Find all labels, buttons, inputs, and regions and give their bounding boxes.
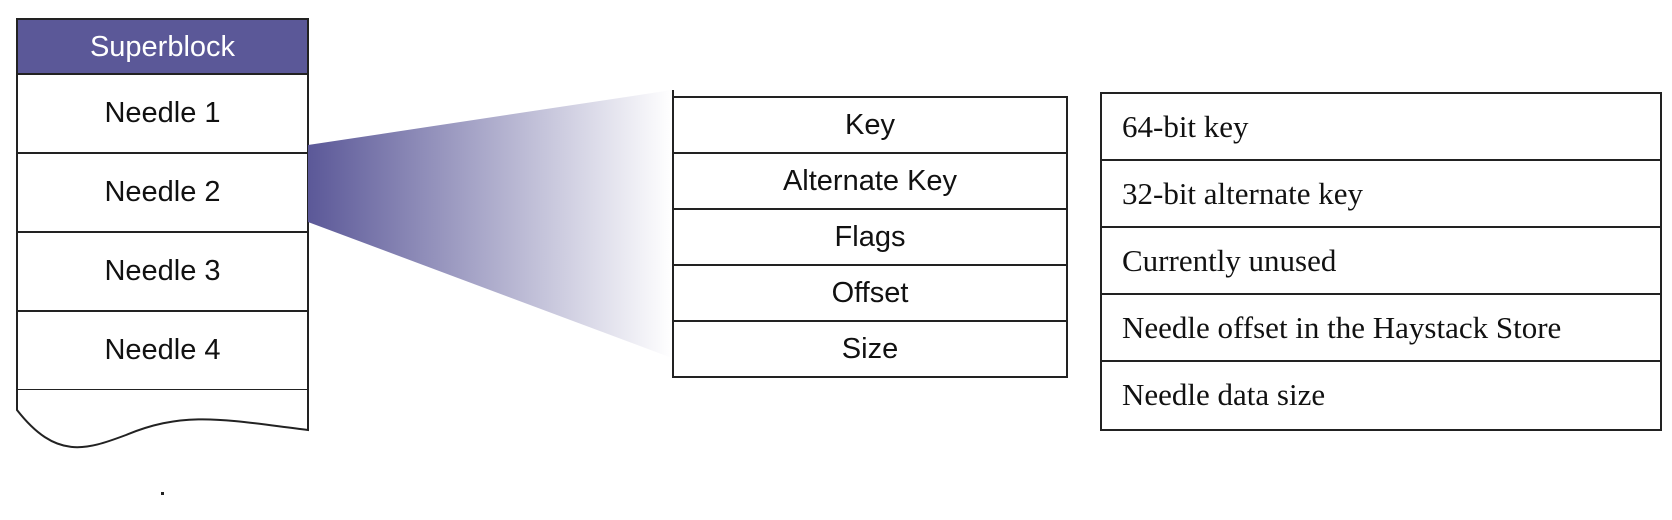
- desc-offset: Needle offset in the Haystack Store: [1102, 295, 1660, 362]
- desc-key: 64-bit key: [1102, 94, 1660, 161]
- desc-flags: Currently unused: [1102, 228, 1660, 295]
- field-size: Size: [674, 322, 1066, 378]
- needle-expansion-wedge: [308, 90, 672, 358]
- needle-block-3: Needle 3: [16, 233, 309, 312]
- field-alternate-key: Alternate Key: [674, 154, 1066, 210]
- desc-alternate-key: 32-bit alternate key: [1102, 161, 1660, 228]
- superblock-block: Superblock: [16, 18, 309, 75]
- desc-size: Needle data size: [1122, 377, 1326, 412]
- needle-fields-table: Key Alternate Key Flags Offset Size: [672, 96, 1068, 378]
- needle-block-4: Needle 4: [16, 312, 309, 391]
- field-flags: Flags: [674, 210, 1066, 266]
- field-offset: Offset: [674, 266, 1066, 322]
- store-continuation-wave: [16, 390, 309, 449]
- stray-dot-mark: [161, 492, 164, 495]
- fields-stub-line: [672, 90, 674, 98]
- field-descriptions-table: 64-bit key 32-bit alternate key Currentl…: [1100, 92, 1662, 431]
- needle-block-1: Needle 1: [16, 75, 309, 154]
- needle-block-2: Needle 2: [16, 154, 309, 233]
- field-key: Key: [674, 98, 1066, 154]
- haystack-store-file: Superblock Needle 1 Needle 2 Needle 3 Ne…: [16, 18, 309, 391]
